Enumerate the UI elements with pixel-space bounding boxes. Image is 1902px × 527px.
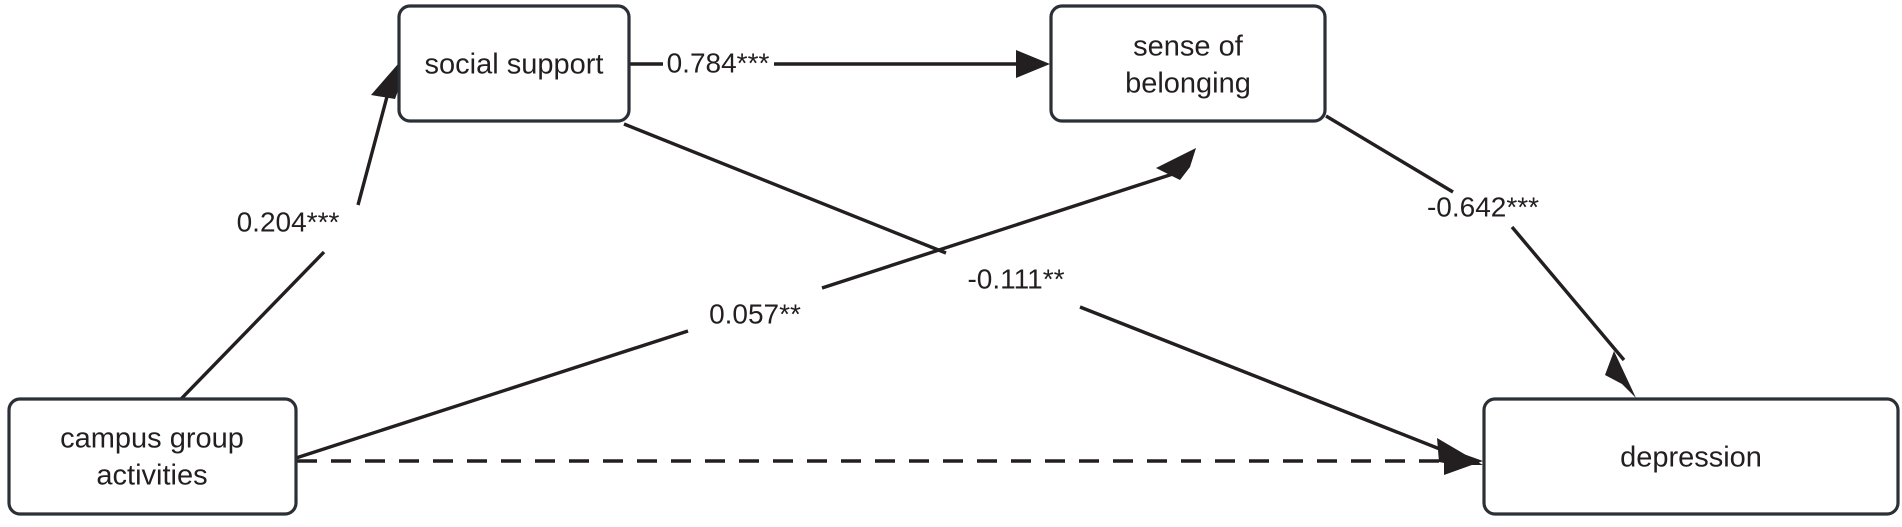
edge-campus-to-belonging-segment-left: [295, 329, 689, 460]
node-social-support-box[interactable]: [397, 4, 631, 123]
node-depression-label: depression: [1620, 442, 1762, 474]
edge-label-campus-to-social-support: 0.204***: [237, 206, 340, 237]
edge-label-belonging-to-depression: -0.642***: [1427, 191, 1539, 222]
edge-belonging-to-depression: -0.642***: [1325, 114, 1636, 398]
edge-campus-to-belonging-segment-right: [821, 169, 1183, 290]
edge-campus-to-social-support-segment-upper: [356, 77, 394, 206]
node-campus-group-activities-label-line2: activities: [96, 460, 207, 492]
node-campus-group-activities-label-line1: campus group: [60, 423, 244, 455]
edge-belonging-to-depression-segment-upper: [1325, 114, 1454, 194]
edge-label-social-support-to-belonging: 0.784***: [667, 47, 770, 78]
node-sense-of-belonging-box[interactable]: [1049, 4, 1327, 123]
edge-social-support-to-depression-segment-right: [1079, 305, 1456, 457]
node-campus-group-activities[interactable]: campus group activities: [7, 397, 298, 516]
edge-belonging-to-depression-segment-lower: [1510, 225, 1626, 362]
node-sense-of-belonging-label-line1: sense of: [1133, 31, 1244, 63]
edge-label-social-support-to-depression: -0.111**: [967, 263, 1064, 294]
edge-campus-to-depression-dashed: [297, 447, 1483, 475]
edge-social-support-to-belonging: 0.784***: [630, 47, 1050, 78]
arrowhead-to-social-support: [371, 64, 403, 99]
node-depression-box[interactable]: [1482, 397, 1900, 516]
node-sense-of-belonging[interactable]: sense of belonging: [1049, 4, 1327, 123]
edge-social-support-to-depression-segment-left: [623, 122, 947, 255]
edge-campus-to-social-support-segment-lower: [179, 250, 326, 401]
edge-social-support-to-depression: -0.111**: [623, 122, 1483, 465]
arrowhead-to-belonging-horizontal: [1016, 50, 1050, 78]
arrowhead-to-belonging-diagonal: [1156, 148, 1196, 180]
node-social-support-label: social support: [425, 49, 604, 81]
node-social-support[interactable]: social support: [397, 4, 631, 123]
arrowhead-to-depression-top: [1605, 351, 1636, 398]
node-campus-group-activities-box[interactable]: [7, 397, 298, 516]
edge-campus-to-belonging: 0.057**: [295, 148, 1196, 460]
node-sense-of-belonging-label-line2: belonging: [1125, 68, 1251, 100]
edge-campus-to-social-support: 0.204***: [179, 64, 403, 401]
node-depression[interactable]: depression: [1482, 397, 1900, 516]
arrowhead-to-depression-dashed: [1444, 447, 1483, 475]
edge-label-campus-to-belonging: 0.057**: [709, 298, 801, 329]
